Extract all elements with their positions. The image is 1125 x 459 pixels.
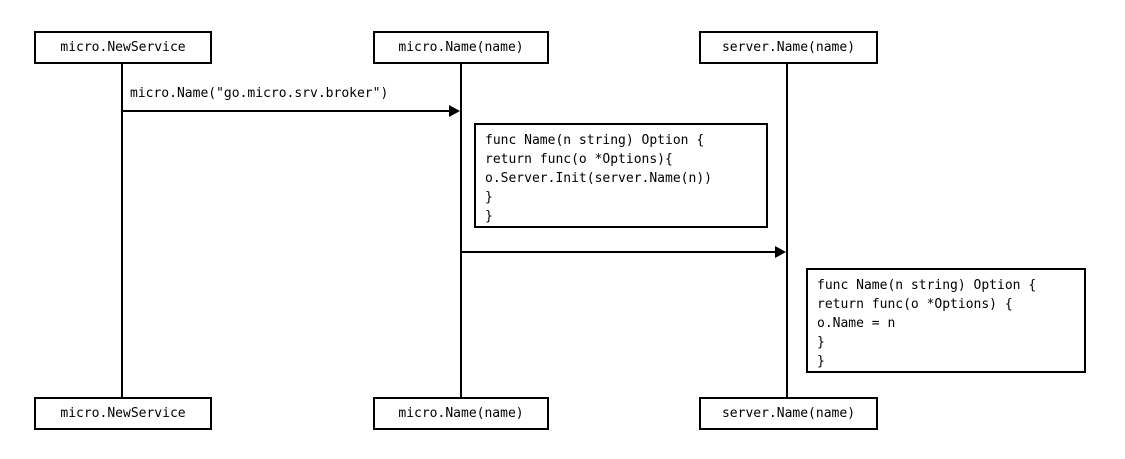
participant-header-server-name[interactable]: server.Name(name) xyxy=(699,31,878,64)
lifeline-micro-newservice xyxy=(121,64,123,397)
participant-header-label-micro-newservice: micro.NewService xyxy=(60,40,186,55)
participant-footer-server-name[interactable]: server.Name(name) xyxy=(699,397,878,430)
lifeline-server-name xyxy=(786,64,788,397)
message-arrowhead-2 xyxy=(775,246,786,258)
participant-header-label-micro-name: micro.Name(name) xyxy=(398,40,524,55)
note-server-name-line-5: } xyxy=(817,354,825,369)
note-server-name-line-1: func Name(n string) Option { xyxy=(817,278,1037,293)
message-line-2 xyxy=(461,251,776,253)
note-server-name-line-3: o.Name = n xyxy=(817,316,896,331)
participant-footer-micro-name[interactable]: micro.Name(name) xyxy=(373,397,549,430)
participant-footer-label-micro-newservice: micro.NewService xyxy=(60,406,186,421)
participant-header-micro-newservice[interactable]: micro.NewService xyxy=(34,31,212,64)
participant-header-micro-name[interactable]: micro.Name(name) xyxy=(373,31,549,64)
participant-header-label-server-name: server.Name(name) xyxy=(721,40,856,55)
note-micro-name-line-3: o.Server.Init(server.Name(n)) xyxy=(485,171,712,186)
note-micro-name-line-5: } xyxy=(485,209,493,224)
lifeline-micro-name xyxy=(460,64,462,397)
message-arrowhead-1 xyxy=(449,105,460,117)
note-server-name: func Name(n string) Option { return func… xyxy=(806,268,1086,373)
message-label-1: micro.Name("go.micro.srv.broker") xyxy=(130,86,389,101)
participant-footer-micro-newservice[interactable]: micro.NewService xyxy=(34,397,212,430)
message-line-1 xyxy=(122,110,450,112)
note-micro-name-line-4: } xyxy=(485,190,493,205)
participant-footer-label-server-name: server.Name(name) xyxy=(721,406,856,421)
note-micro-name-line-2: return func(o *Options){ xyxy=(485,152,673,167)
participant-footer-label-micro-name: micro.Name(name) xyxy=(398,406,524,421)
note-server-name-line-4: } xyxy=(817,335,825,350)
note-micro-name-line-1: func Name(n string) Option { xyxy=(485,133,705,148)
note-server-name-line-2: return func(o *Options) { xyxy=(817,297,1013,312)
note-micro-name: func Name(n string) Option { return func… xyxy=(474,123,768,228)
